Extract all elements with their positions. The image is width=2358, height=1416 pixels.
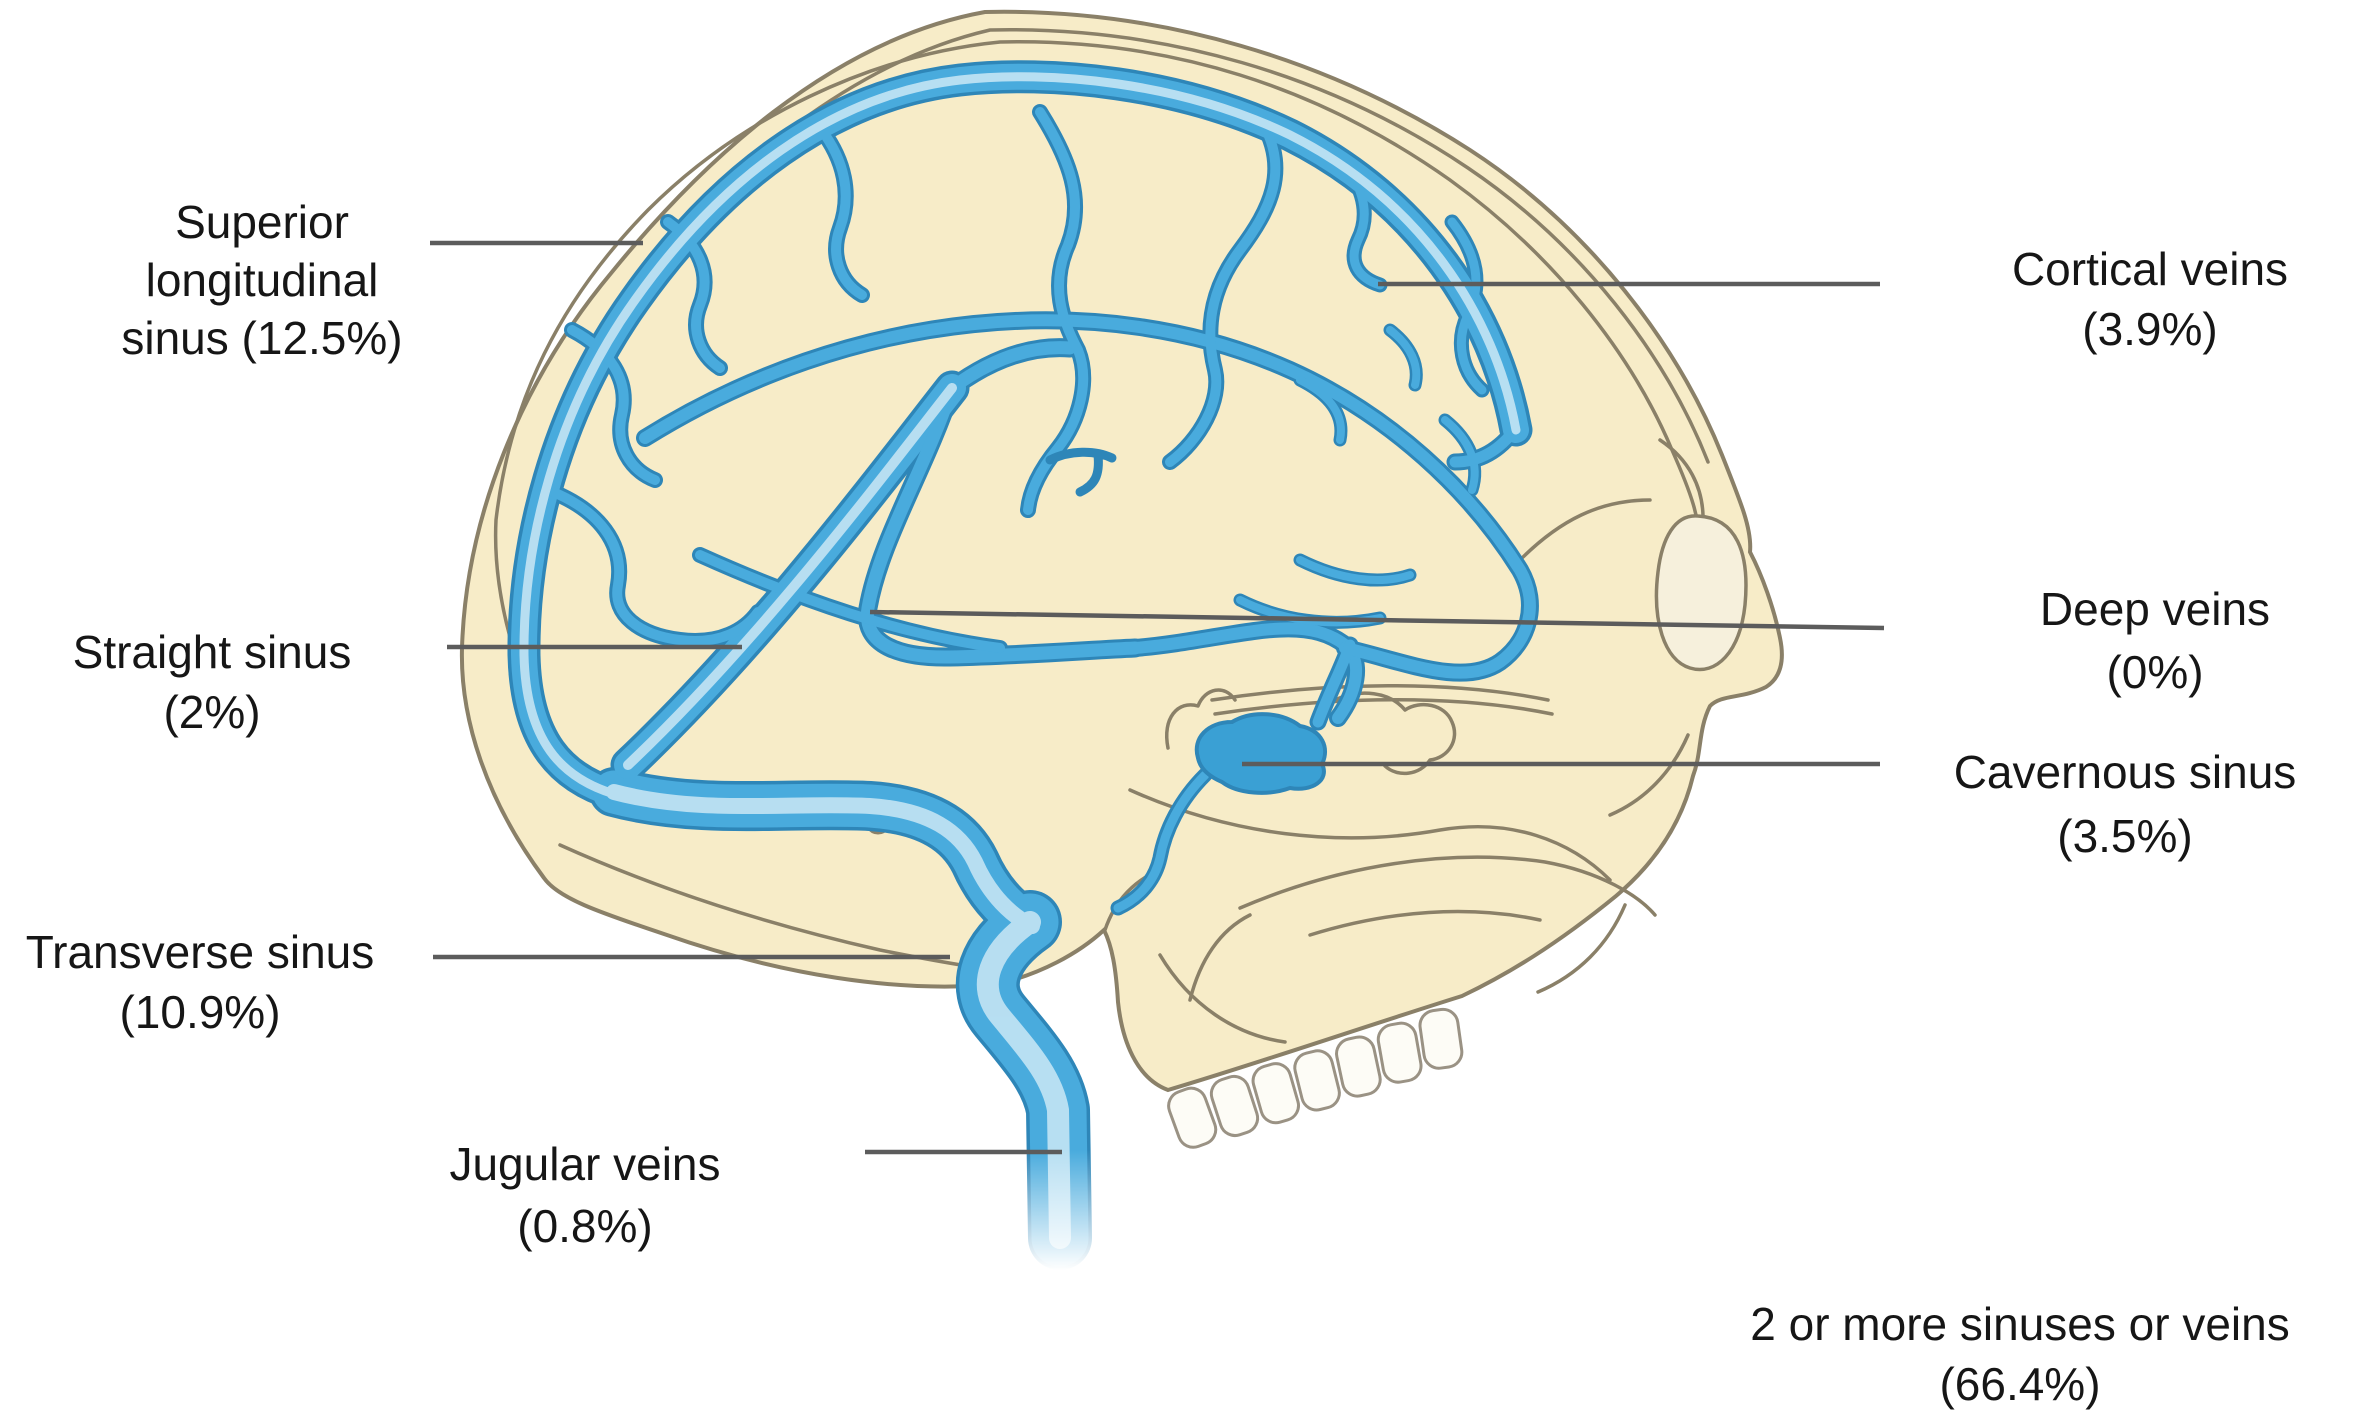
label-cavernous-sinus: Cavernous sinus (3.5%) bbox=[1954, 746, 2297, 862]
label-superior-longitudinal-sinus: Superior longitudinal sinus (12.5%) bbox=[121, 196, 402, 364]
leader-deep-veins bbox=[869, 609, 1885, 631]
label-jugular-veins: Jugular veins (0.8%) bbox=[449, 1138, 720, 1252]
label-line: Cavernous sinus bbox=[1954, 746, 2297, 798]
label-transverse-sinus: Transverse sinus (10.9%) bbox=[26, 926, 375, 1038]
label-two-or-more: 2 or more sinuses or veins (66.4%) bbox=[1750, 1298, 2289, 1410]
label-line: (3.9%) bbox=[2082, 303, 2217, 355]
label-line: 2 or more sinuses or veins bbox=[1750, 1298, 2289, 1350]
label-line: (3.5%) bbox=[2057, 810, 2192, 862]
label-deep-veins: Deep veins (0%) bbox=[2040, 583, 2270, 698]
label-line: (10.9%) bbox=[119, 986, 280, 1038]
label-straight-sinus: Straight sinus (2%) bbox=[73, 626, 352, 738]
label-line: (0%) bbox=[2106, 646, 2203, 698]
labels: Superior longitudinal sinus (12.5%) Cort… bbox=[26, 196, 2297, 1410]
label-cortical-veins: Cortical veins (3.9%) bbox=[2012, 243, 2288, 355]
head-illustration bbox=[459, 9, 1784, 1270]
label-line: Deep veins bbox=[2040, 583, 2270, 635]
label-line: Superior bbox=[175, 196, 349, 248]
teeth bbox=[1167, 1007, 1464, 1149]
leader-lines bbox=[430, 240, 1885, 1155]
orbit bbox=[1654, 514, 1748, 672]
inner-vault-line bbox=[493, 40, 1701, 797]
venous-system bbox=[524, 77, 1530, 1270]
label-line: longitudinal bbox=[146, 254, 379, 306]
label-line: Straight sinus bbox=[73, 626, 352, 678]
label-line: sinus (12.5%) bbox=[121, 312, 402, 364]
label-line: Transverse sinus bbox=[26, 926, 375, 978]
label-line: (66.4%) bbox=[1939, 1358, 2100, 1410]
label-line: Jugular veins bbox=[449, 1138, 720, 1190]
label-line: (0.8%) bbox=[517, 1200, 652, 1252]
label-line: (2%) bbox=[163, 686, 260, 738]
label-line: Cortical veins bbox=[2012, 243, 2288, 295]
face-bones bbox=[861, 438, 1748, 1044]
jugular-fade bbox=[980, 1150, 1140, 1270]
cavernous-sinus-shape bbox=[1194, 712, 1328, 795]
skull-outline bbox=[459, 9, 1784, 1093]
